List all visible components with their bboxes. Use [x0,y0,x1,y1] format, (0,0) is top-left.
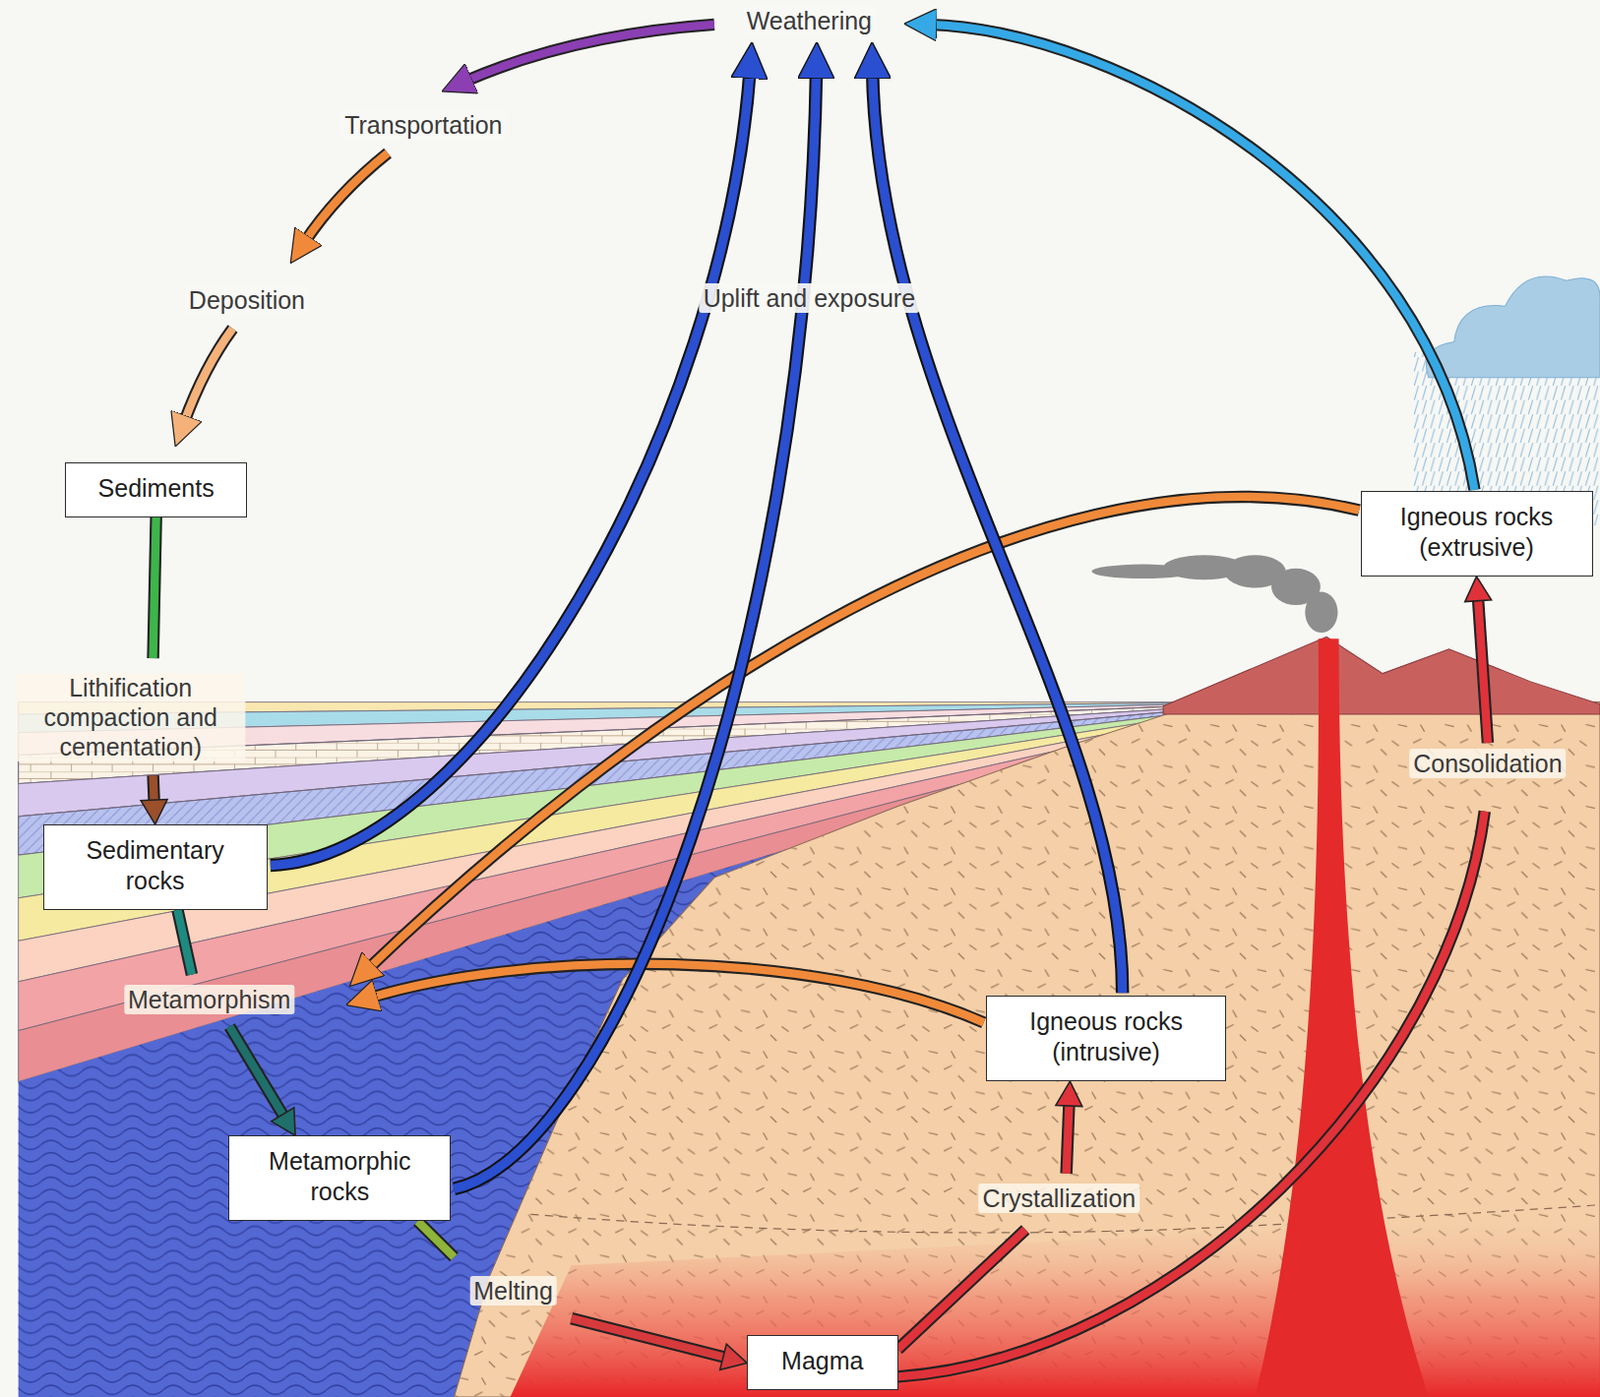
connector-outline [1066,1102,1070,1174]
arrow-head [720,1344,747,1370]
process-label: Melting [469,1276,557,1306]
connector-line [153,517,157,659]
rock-box: Sediments [64,462,247,518]
arrow-outline [872,69,1123,994]
arrow-outline [304,153,388,244]
connector-line [571,1318,728,1358]
rock-box: Igneous rocks (extrusive) [1360,491,1594,577]
process-label: Deposition [184,285,309,315]
process-connector [417,1221,747,1370]
connector-line [177,910,192,976]
arrow-head [1465,576,1492,603]
volcanic-conduit [1254,638,1428,1397]
connector-line [898,1230,1027,1351]
process-label: Consolidation [1409,748,1567,779]
arrow-outline [453,69,816,1190]
connector-line [898,811,1485,1378]
rock-box: Sedimentary rocks [43,824,268,911]
rock-box: Magma [746,1335,898,1391]
connector-outline [1477,597,1488,744]
arrow-outline [369,964,984,1024]
volcano [1163,636,1600,715]
smoke-puff [1092,564,1195,580]
process-label: Crystallization [979,1183,1141,1214]
process-label: Weathering [742,5,876,36]
box-label: Sedimentary rocks [62,835,247,898]
box-label: Sediments [98,473,215,504]
weathering-arrow [464,24,715,82]
igneous-texture [453,702,1600,1397]
connector-outline [898,1230,1027,1351]
process-label: Metamorphism [123,984,295,1015]
rain-cloud [1413,276,1600,526]
arrow-outline [184,328,234,424]
metamorphism-arrow [369,964,984,1024]
igneous-body [453,702,1600,1397]
box-label: Magma [781,1346,863,1377]
connector-line [1066,1102,1070,1174]
uplift-arrow [872,69,1123,994]
process-connector [140,517,168,825]
box-label: Metamorphic rocks [247,1146,432,1209]
arrow-outline [464,24,715,82]
connector-outline [177,910,192,976]
arrow-outline [367,496,1359,970]
connector-line [229,1026,285,1118]
box-label: Igneous rocks (intrusive) [1003,1006,1208,1069]
box-label: Igneous rocks (extrusive) [1374,501,1579,564]
metamorphism-arrow [367,496,1359,970]
magma-glow [509,1214,1600,1397]
connector-outline [153,517,157,659]
process-label: Lithification compaction and cementation… [15,673,246,762]
process-arrows [184,24,1476,1190]
connector-outline [229,1026,285,1118]
rock-box: Igneous rocks (intrusive) [985,995,1228,1082]
connector-line [1477,597,1488,744]
process-label: Transportation [340,110,506,140]
connector-outline [571,1318,728,1358]
uplift-arrow [270,69,750,866]
rock-box: Metamorphic rocks [228,1135,451,1222]
arrow-outline [270,69,750,866]
deposition-arrow [184,328,234,424]
process-connector [177,910,296,1136]
arrow-outline [928,24,1476,491]
process-connector [898,1081,1083,1350]
connector-outline [417,1221,454,1258]
connector-outline [898,811,1485,1378]
uplift-arrow [453,69,816,1190]
process-label: Uplift and exposure [699,283,920,313]
exposure-arrow [928,24,1476,491]
transport-arrow [304,153,388,244]
arrow-head [140,800,168,825]
cloud [1425,276,1600,378]
arrow-head [271,1107,296,1136]
process-connector [898,576,1492,1378]
connector-line [417,1221,454,1258]
arrow-head [1055,1081,1083,1107]
smoke [1092,554,1339,633]
